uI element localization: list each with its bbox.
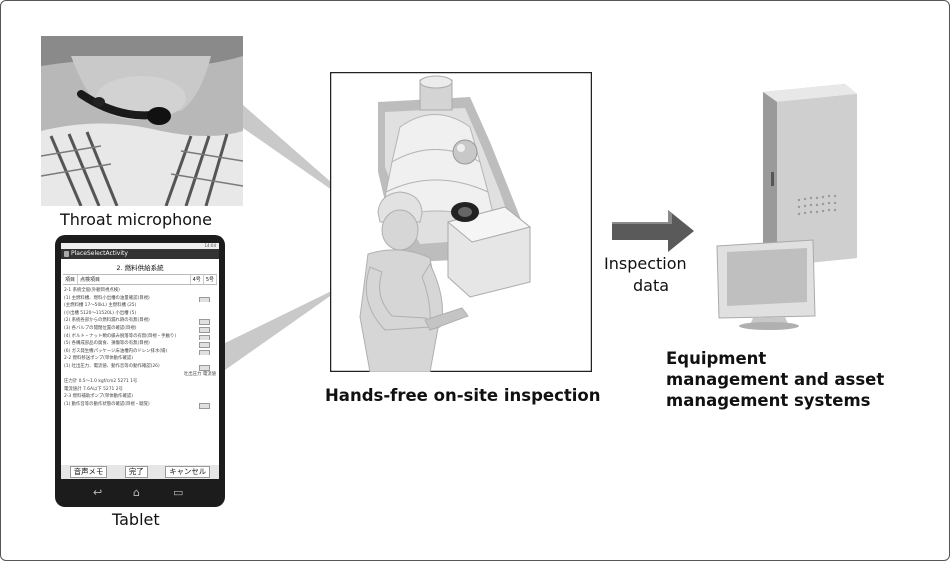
table-row[interactable]: (1) 吐出圧力、電流値、動作音等の動作確認(26) [64,363,216,371]
check-cell[interactable] [199,342,210,348]
tablet-screen: 14:04 PlaceSelectActivity 2. 燃料供給系統 項目 点… [61,243,219,479]
check-cell[interactable] [199,402,210,409]
col-check: 点検項目 [78,275,191,284]
equipment-line3: management systems [666,391,871,410]
col-5: 5号 [204,275,217,284]
check-cell[interactable] [199,349,210,356]
hands-free-label: Hands-free on-site inspection [325,386,601,405]
check-cell[interactable] [199,364,210,371]
android-nav-bar: ↩ ⌂ ▭ [55,481,225,507]
server-computer-icon [716,84,857,330]
table-row[interactable]: (1) 主燃料槽、燃料小出槽の油量確認(目視) [64,295,216,303]
inspection-rows: 2-1 系統全般(外観目視点検) (1) 主燃料槽、燃料小出槽の油量確認(目視)… [64,287,216,409]
table-row: 圧力計 0.5〜1.0 kgf/cm2 5271 1号 [64,379,138,385]
home-icon[interactable]: ⌂ [133,486,140,499]
table-row: 2-3 燃料補助ポンプ(単体動作確認) [64,394,133,400]
voice-memo-button[interactable]: 音声メモ [69,466,108,478]
table-row[interactable]: (3) 各バルブの開閉位置の確認(目視) [64,325,216,333]
throat-microphone-label: Throat microphone [60,210,213,229]
tablet-device: 14:04 PlaceSelectActivity 2. 燃料供給系統 項目 点… [55,235,225,507]
arrow-icon [612,210,694,252]
inspection-illustration [330,72,592,372]
tablet-wedge [225,282,350,370]
inspection-data-line2: data [633,276,670,295]
table-header: 項目 点検項目 4号 5号 [63,274,217,285]
check-cell[interactable] [199,319,210,325]
sheet-title: 2. 燃料供給系統 [116,264,164,272]
button-bar: 音声メモ 完了 キャンセル [61,465,219,479]
table-row[interactable]: (2) 系統各部からの燃料漏れ跡の有無(目視) [64,317,216,325]
table-row[interactable]: (6) ガス発生機パッケージ床油槽内のドレン排水(場) [64,348,216,356]
col-item: 項目 [63,275,79,284]
throat-microphone-photo [41,36,243,206]
app-bar-title: PlaceSelectActivity [61,249,219,259]
inspection-data-line1: Inspection [604,254,687,273]
col-4: 4号 [191,275,204,284]
check-cell[interactable] [199,326,210,333]
status-bar: 14:04 [61,243,219,249]
table-row: 電流値計 7.6A以下 5271 2号 [64,386,123,392]
table-row: (小出槽 5120〜11520L) 小出槽 (5) [64,310,137,316]
table-row: (主燃料槽 17〜50kL) 主燃料槽 (25) [64,303,137,309]
table-row[interactable]: (5) 各構成部品の腐食、損傷等の有無(目視) [64,340,216,348]
table-row[interactable]: (1) 動作音等の動作状態の確認(目視・聴覚) [64,401,216,409]
recents-icon[interactable]: ▭ [173,486,184,499]
table-row[interactable]: (4) ボルト・ナット類の緩み脱落等の有無(目視・手触り) [64,333,216,341]
table-row: 2-1 系統全般(外観目視点検) [64,288,120,293]
table-row: 吐出圧力 電流値 [183,371,216,377]
check-cell[interactable] [199,296,210,303]
cancel-button[interactable]: キャンセル [165,466,211,478]
equipment-systems-label: Equipment management and asset managemen… [666,348,884,411]
equipment-line1: Equipment [666,349,767,368]
check-cell[interactable] [199,334,210,341]
tablet-label: Tablet [112,510,160,529]
equipment-line2: management and asset [666,370,885,389]
table-row: 2-2 燃料移送ポンプ(単体動作確認) [64,356,133,362]
done-button[interactable]: 完了 [124,466,148,478]
back-icon[interactable]: ↩ [93,486,103,499]
